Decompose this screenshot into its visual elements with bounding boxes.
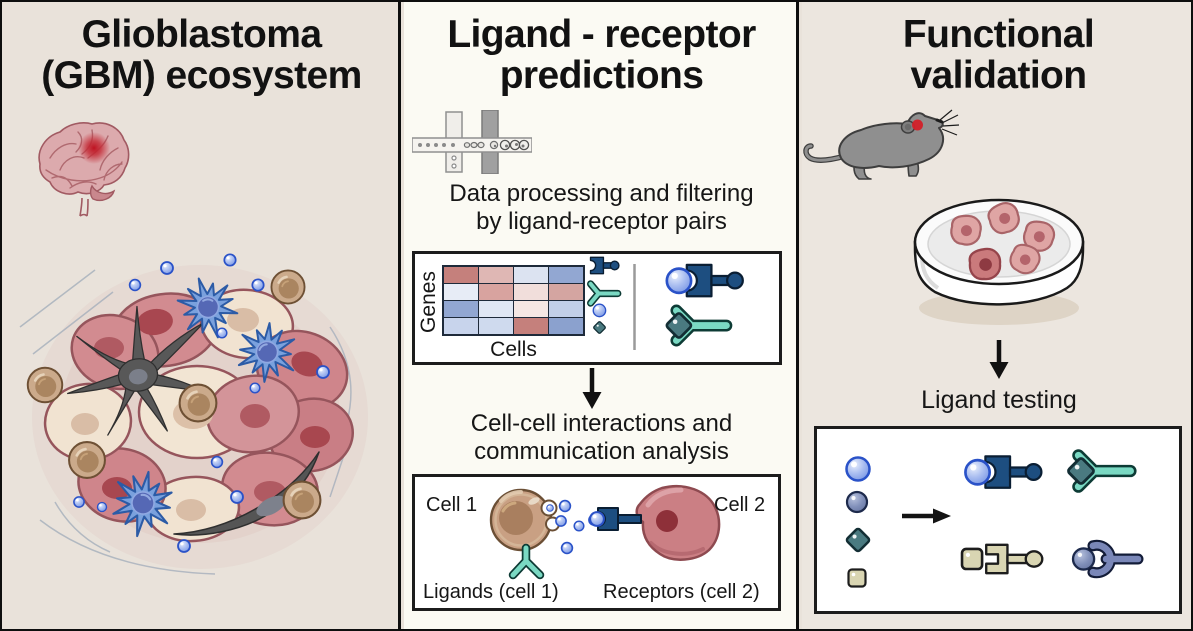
ligands-label: Ligands (cell 1)	[423, 581, 559, 603]
bound-ligand-dot	[589, 511, 605, 527]
middle-title-line1: Ligand - receptor	[447, 13, 756, 56]
step2-caption-line1: Cell-cell interactions and	[470, 410, 733, 437]
heatmap-cell	[479, 301, 513, 317]
heatmap-cell	[514, 301, 548, 317]
down-arrow-icon	[989, 340, 1009, 379]
mouse-icon	[803, 109, 960, 180]
gbm-tumor-ecosystem-illustration	[19, 253, 368, 575]
heatmap-cell	[514, 267, 548, 283]
heatmap-cell	[444, 318, 478, 334]
teal-diamond-ligand-icon	[844, 526, 872, 554]
step2-caption: Cell-cell interactions and communication…	[404, 410, 799, 466]
heatmap-cell	[444, 284, 478, 300]
heatmap-cell	[514, 318, 548, 334]
tumor-spot	[78, 132, 110, 164]
heatmap-cell	[444, 301, 478, 317]
diamond-teal-y-receptor-pair-icon	[666, 311, 727, 341]
tumor-spot	[912, 119, 923, 131]
tan-immune-cell-icon	[26, 366, 64, 404]
filtering-box-icons	[415, 256, 779, 350]
middle-title-line2: predictions	[499, 54, 704, 97]
heatmap-x-axis-label: Cells	[490, 338, 537, 361]
step1-caption: Data processing and filtering by ligand-…	[404, 180, 799, 236]
navy-receptor-icon	[589, 256, 620, 275]
heatmap-cell	[549, 301, 583, 317]
sphere-navy-receptor-pair-icon	[965, 456, 1041, 487]
receptors-label: Receptors (cell 2)	[603, 581, 760, 603]
secreted-ligand-dots	[555, 499, 605, 555]
diamond-teal-y-receptor-pair-icon	[1067, 455, 1130, 486]
heatmap-cell	[549, 318, 583, 334]
cell-2-illustration	[635, 484, 721, 561]
sphere-navy-receptor-pair-icon	[667, 265, 743, 296]
teal-diamond-ligand-icon	[592, 320, 607, 335]
cell-cell-interaction-illustration	[489, 484, 721, 580]
heatmap-cell	[479, 284, 513, 300]
astrocyte-icon	[66, 305, 206, 436]
tan-immune-cell-icon	[270, 269, 306, 305]
cell2-label: Cell 2	[714, 494, 766, 516]
blue-ligand-sphere-icon	[592, 303, 607, 318]
right-title-line1: Functional	[902, 13, 1095, 56]
heatmap-grid	[442, 265, 585, 336]
heatmap-cell	[479, 267, 513, 283]
left-title-line2: (GBM) ecosystem	[41, 54, 362, 97]
square-khaki-receptor-pair-icon	[962, 545, 1042, 573]
tan-immune-cell-icon	[178, 383, 218, 423]
ligand-testing-label: Ligand testing	[921, 386, 1077, 414]
cell1-label: Cell 1	[426, 494, 478, 516]
right-title-line2: validation	[910, 54, 1087, 97]
step1-caption-line2: by ligand-receptor pairs	[476, 208, 727, 235]
tan-immune-cell-icon	[282, 480, 322, 520]
heatmap-cell	[514, 284, 548, 300]
microfluidic-chip-icon	[412, 110, 532, 174]
down-arrow-icon	[582, 368, 602, 409]
blue-sphere-ligand-icon	[845, 456, 871, 482]
cell1-teal-y-receptor-icon	[508, 543, 545, 580]
left-title-line1: Glioblastoma	[81, 13, 322, 56]
teal-y-receptor-icon	[591, 284, 618, 303]
cell-1-illustration	[489, 488, 560, 552]
interaction-box	[412, 474, 781, 611]
khaki-square-ligand-icon	[847, 568, 867, 588]
tan-immune-cell-icon	[67, 440, 107, 480]
petri-dish-icon	[913, 198, 1085, 325]
sphere-slate-receptor-pair-icon	[1073, 545, 1138, 573]
ligand-testing-illustration	[844, 429, 1179, 588]
left-panel-title: Glioblastoma (GBM) ecosystem	[2, 14, 401, 96]
right-panel-title: Functional validation	[802, 13, 1191, 97]
heatmap-cell	[549, 284, 583, 300]
step2-caption-line2: communication analysis	[474, 438, 729, 465]
heatmap-cell	[444, 267, 478, 283]
middle-panel-title: Ligand - receptor predictions	[404, 14, 799, 96]
right-arrow-icon	[902, 508, 951, 524]
heatmap-cell	[549, 267, 583, 283]
step1-caption-line1: Data processing and filtering	[449, 180, 754, 207]
slate-sphere-ligand-icon	[845, 490, 869, 514]
heatmap-cell	[479, 318, 513, 334]
brain-tumor-icon	[38, 122, 130, 217]
